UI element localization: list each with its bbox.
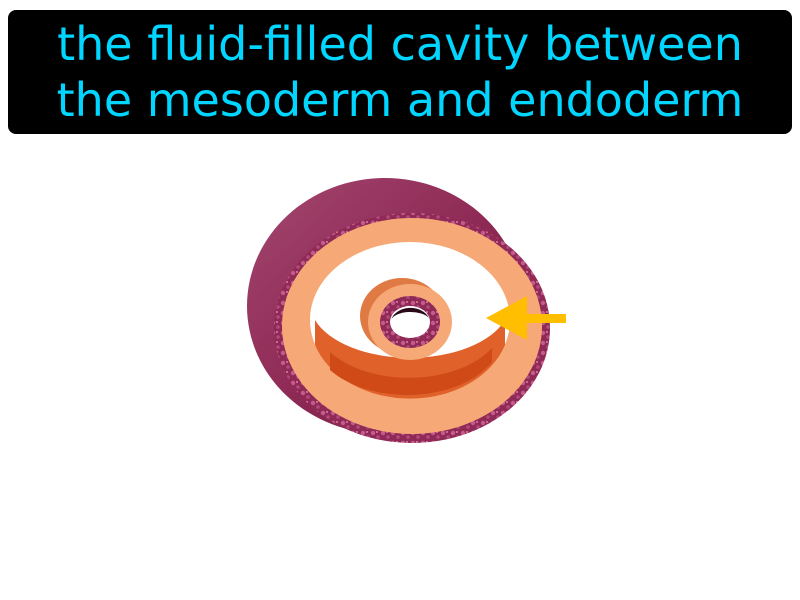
caption-box: the fluid-filled cavity between the meso…: [8, 10, 792, 134]
arrow-left-icon: [486, 296, 566, 340]
caption-line-2: the mesoderm and endoderm: [56, 73, 744, 127]
caption-line-1: the fluid-filled cavity between: [57, 17, 743, 71]
mesoderm-inner-wall-dark: [330, 348, 492, 396]
gut-lumen-depth: [391, 307, 429, 320]
gut-lumen: [390, 306, 430, 338]
